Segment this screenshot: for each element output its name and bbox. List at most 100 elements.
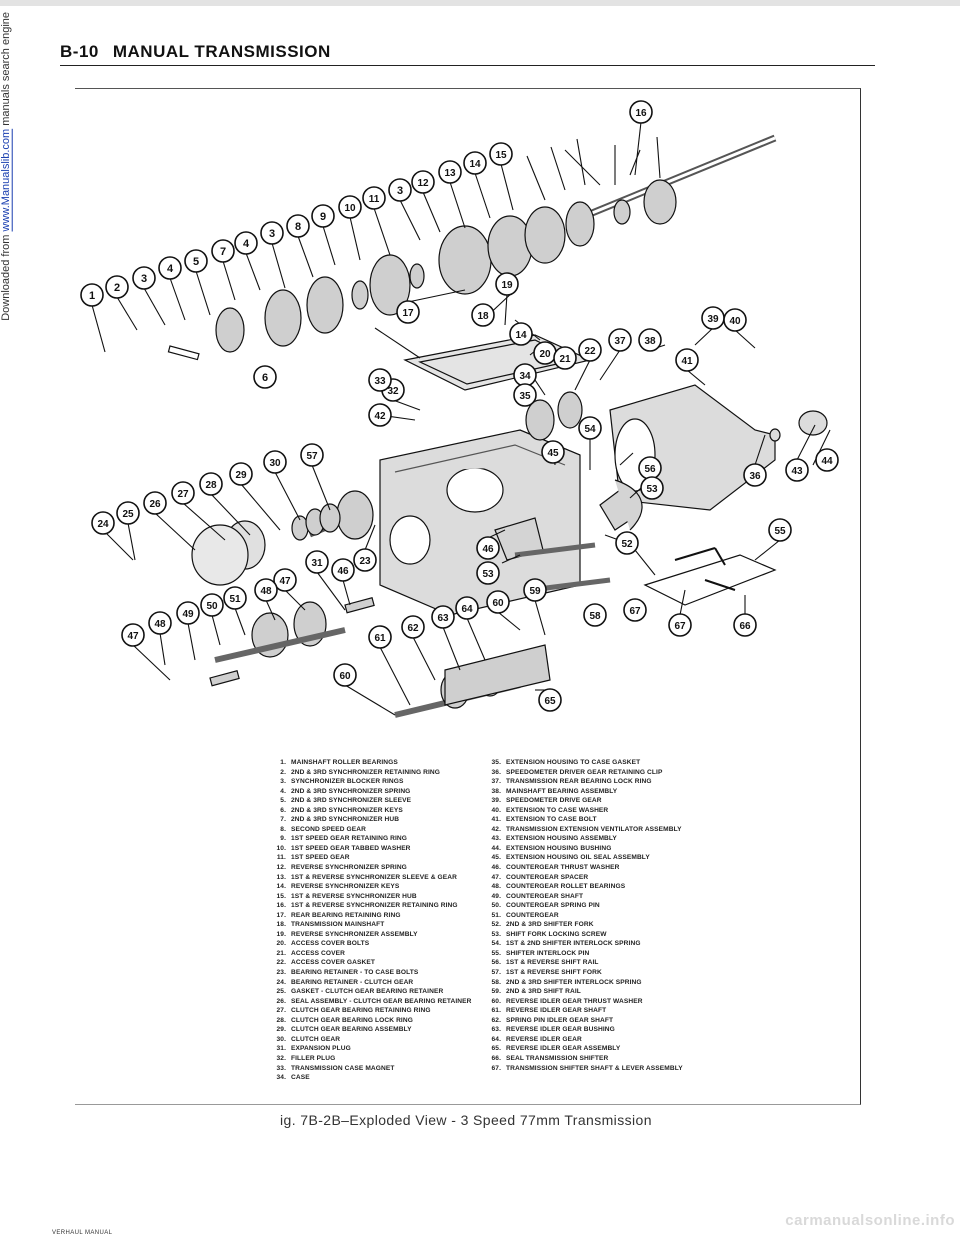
callout-label: 3 — [141, 273, 147, 285]
callout-48: 48 — [254, 578, 278, 602]
callout-66: 66 — [733, 613, 757, 637]
callout-label: 64 — [461, 604, 473, 615]
legend-item-text: 2ND & 3RD SHIFTER INTERLOCK SPRING — [506, 978, 642, 986]
legend-item-number: 61. — [491, 1007, 501, 1015]
legend-item: 4.2ND & 3RD SYNCHRONIZER SPRING — [270, 787, 470, 797]
legend-item: 25.GASKET - CLUTCH GEAR BEARING RETAINER — [270, 987, 470, 997]
callout-label: 36 — [749, 471, 761, 482]
legend-item: 26.SEAL ASSEMBLY - CLUTCH GEAR BEARING R… — [270, 997, 472, 1007]
callout-label: 4 — [167, 263, 174, 275]
legend-item-number: 11. — [276, 854, 286, 862]
legend-item: 65.REVERSE IDLER GEAR ASSEMBLY — [485, 1044, 745, 1054]
callout-circle — [431, 605, 455, 629]
legend-item-number: 42. — [491, 825, 501, 833]
callout-circle — [629, 100, 653, 124]
legend-item: 51.COUNTERGEAR — [485, 911, 745, 921]
mainshaft-part — [573, 134, 777, 224]
legend-item: 10.1ST SPEED GEAR TABBED WASHER — [270, 844, 470, 854]
legend-item-number: 45. — [491, 854, 501, 862]
callout-28: 28 — [199, 472, 223, 496]
legend-item-number: 40. — [491, 806, 501, 814]
callout-60: 60 — [486, 590, 510, 614]
callout-10: 10 — [338, 195, 362, 219]
callout-circle — [471, 303, 495, 327]
legend-item-number: 5. — [280, 797, 286, 805]
legend-item-text: EXTENSION HOUSING TO CASE GASKET — [506, 759, 641, 766]
transmission-case-part — [379, 429, 581, 616]
callout-circle — [489, 142, 513, 166]
callout-circle — [331, 558, 355, 582]
legend-item: 22.ACCESS COVER GASKET — [270, 958, 470, 968]
callout-circle — [260, 221, 284, 245]
callout-29: 29 — [229, 462, 253, 486]
manualslib-link[interactable]: www.Manualslib.com — [0, 128, 12, 232]
callout-55: 55 — [768, 518, 792, 542]
legend-item-number: 28. — [276, 1016, 286, 1024]
download-banner-bar — [0, 0, 960, 6]
legend-item-text: BEARING RETAINER - CLUTCH GEAR — [291, 978, 414, 986]
legend-item-number: 51. — [491, 911, 501, 919]
callout-circle — [171, 481, 195, 505]
legend-item-number: 52. — [491, 921, 501, 929]
legend-item-text: MAINSHAFT BEARING ASSEMBLY — [506, 787, 618, 795]
callout-circle — [495, 272, 519, 296]
legend-item-number: 1. — [280, 759, 286, 766]
callout-circle — [396, 300, 420, 324]
legend-item-text: EXPANSION PLUG — [291, 1045, 351, 1053]
leader-lines — [91, 121, 831, 716]
legend-item-text: ACCESS COVER BOLTS — [291, 940, 370, 948]
callout-37: 37 — [608, 328, 632, 352]
callout-label: 59 — [529, 586, 541, 597]
legend-item-number: 8. — [280, 825, 286, 833]
callout-label: 21 — [559, 354, 571, 365]
callout-54: 54 — [578, 416, 602, 440]
legend-item-number: 34. — [276, 1074, 286, 1082]
callout-8: 8 — [286, 214, 310, 238]
callout-19: 19 — [495, 272, 519, 296]
legend-item-text: REVERSE IDLER GEAR SHAFT — [506, 1007, 607, 1015]
callout-label: 46 — [337, 566, 349, 577]
callout-circle — [353, 548, 377, 572]
legend-item-number: 38. — [491, 787, 501, 795]
callout-3: 3 — [260, 221, 284, 245]
legend-item-number: 3. — [280, 778, 286, 786]
callout-47: 47 — [273, 568, 297, 592]
callout-circle — [476, 561, 500, 585]
callout-circle — [91, 511, 115, 535]
callout-circle — [286, 214, 310, 238]
legend-item-number: 46. — [491, 864, 501, 872]
callout-circle — [513, 383, 537, 407]
legend-item-text: CASE — [291, 1074, 310, 1082]
callout-circle — [723, 308, 747, 332]
callout-49: 49 — [176, 601, 200, 625]
legend-item: 11.1ST SPEED GEAR — [270, 853, 470, 863]
callout-33: 33 — [368, 368, 392, 392]
callout-label: 45 — [547, 448, 559, 459]
callout-label: 23 — [359, 556, 371, 567]
legend-item-number: 30. — [276, 1035, 286, 1043]
legend-item: 36.SPEEDOMETER DRIVER GEAR RETAINING CLI… — [485, 768, 745, 778]
callout-circle — [311, 204, 335, 228]
callout-label: 30 — [269, 458, 281, 469]
callout-label: 47 — [127, 631, 139, 642]
callout-label: 33 — [374, 376, 386, 387]
legend-item-number: 49. — [491, 892, 501, 900]
callout-36: 36 — [743, 463, 767, 487]
callout-circle — [538, 688, 562, 712]
callout-label: 44 — [821, 456, 833, 467]
callout-53: 53 — [476, 561, 500, 585]
callout-label: 27 — [177, 489, 189, 500]
legend-item-text: COUNTERGEAR SPRING PIN — [506, 902, 600, 910]
callout-label: 12 — [417, 178, 429, 189]
legend-item-number: 21. — [276, 949, 286, 957]
callout-circle — [578, 338, 602, 362]
legend-item-number: 4. — [280, 787, 286, 795]
callout-61: 61 — [368, 625, 392, 649]
callout-circle — [121, 623, 145, 647]
legend-item-text: EXTENSION HOUSING OIL SEAL ASSEMBLY — [506, 854, 650, 862]
callout-circle — [438, 160, 462, 184]
legend-item-text: ACCESS COVER — [291, 949, 345, 957]
gear-train-upper — [215, 179, 677, 353]
